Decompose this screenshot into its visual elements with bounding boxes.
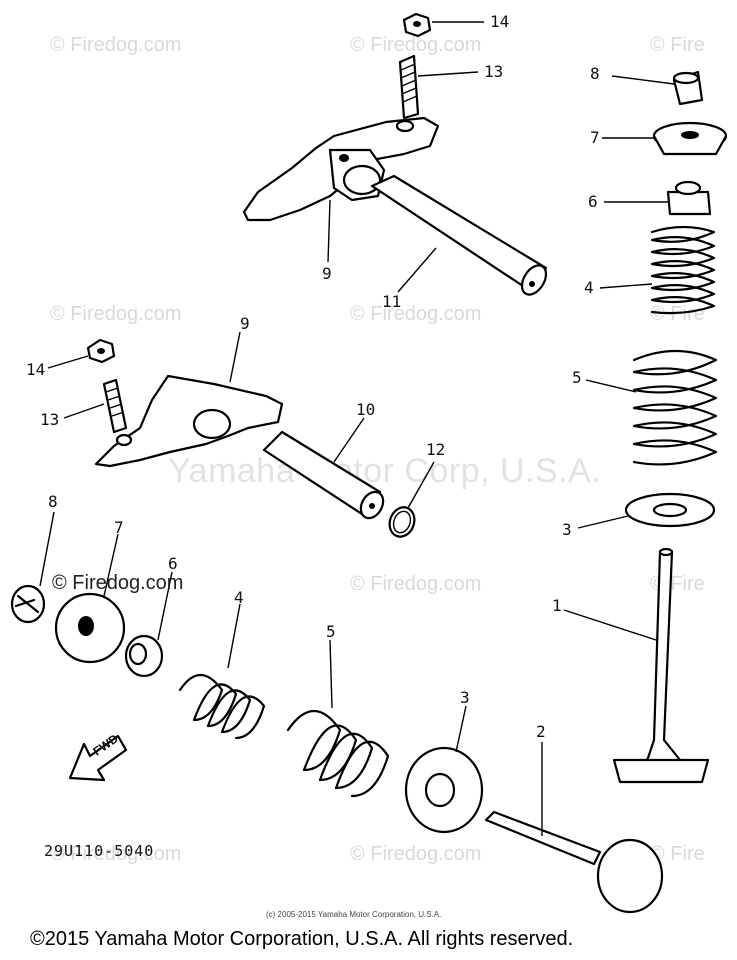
rocker-arm-lower	[94, 374, 284, 468]
watermark-firedog: © Firedog.com	[350, 34, 482, 56]
circlip	[388, 506, 416, 538]
callout-5: 5	[326, 622, 336, 641]
callout-11: 11	[382, 292, 402, 311]
watermark-firedog: © Fire	[650, 34, 705, 56]
watermark-firedog: © Firedog.com	[52, 572, 184, 594]
callout-13: 13	[484, 62, 504, 81]
outer-spring-left	[286, 710, 390, 798]
callout-4: 4	[234, 588, 244, 607]
rocker-arm-upper	[242, 116, 440, 222]
callout-8: 8	[48, 492, 58, 511]
inner-spring-left	[178, 673, 266, 740]
reference-code: 29U110-5040	[44, 842, 155, 860]
valve-left	[484, 810, 664, 914]
callout-9: 9	[322, 264, 332, 283]
nut-upper	[402, 12, 432, 38]
rocker-shaft-upper	[370, 174, 548, 296]
callout-7: 7	[114, 518, 124, 537]
callout-12: 12	[426, 440, 446, 459]
callout-3: 3	[460, 688, 470, 707]
stem-seal-left	[124, 634, 164, 678]
spring-seat-right	[624, 492, 716, 528]
outer-spring-right	[632, 349, 718, 466]
leader-lines	[39, 21, 675, 836]
callout-14: 14	[490, 12, 510, 31]
nut-lower	[86, 338, 116, 364]
callout-10: 10	[356, 400, 376, 419]
watermark-firedog: © Firedog.com	[50, 303, 182, 325]
rocker-shaft-lower	[262, 430, 385, 520]
watermark-firedog: © Firedog.com	[350, 303, 482, 325]
callout-8: 8	[590, 64, 600, 83]
callout-9: 9	[240, 314, 250, 333]
spring-retainer-right	[652, 121, 728, 156]
watermark-firedog: © Firedog.com	[50, 34, 182, 56]
small-copyright: (c) 2005-2015 Yamaha Motor Corporation, …	[266, 910, 442, 919]
spring-seat-left	[404, 746, 484, 834]
copyright-notice: ©2015 Yamaha Motor Corporation, U.S.A. A…	[30, 928, 574, 950]
callout-1: 1	[552, 596, 562, 615]
callout-3: 3	[562, 520, 572, 539]
watermark-firedog: © Firedog.com	[350, 843, 482, 865]
stem-seal-right	[666, 180, 712, 216]
adjuster-screw-upper	[398, 54, 420, 120]
watermark-firedog: © Firedog.com	[350, 573, 482, 595]
valve-cotter-right	[672, 70, 704, 106]
inner-spring-right	[650, 225, 716, 315]
valve-cotter-left	[10, 584, 46, 624]
callout-5: 5	[572, 368, 582, 387]
callout-7: 7	[590, 128, 600, 147]
valve-right	[612, 547, 710, 784]
callout-2: 2	[536, 722, 546, 741]
callout-4: 4	[584, 278, 594, 297]
callout-14: 14	[26, 360, 46, 379]
watermark-firedog: © Fire	[650, 843, 705, 865]
fwd-arrow-icon	[68, 734, 128, 782]
watermark-firedog: © Firedog.com	[50, 843, 182, 865]
callout-6: 6	[168, 554, 178, 573]
adjuster-screw-lower	[102, 378, 128, 434]
callout-13: 13	[40, 410, 60, 429]
callout-6: 6	[588, 192, 598, 211]
watermark-yamaha: Yamaha Motor Corp, U.S.A.	[168, 452, 602, 490]
spring-retainer-left	[54, 592, 126, 664]
